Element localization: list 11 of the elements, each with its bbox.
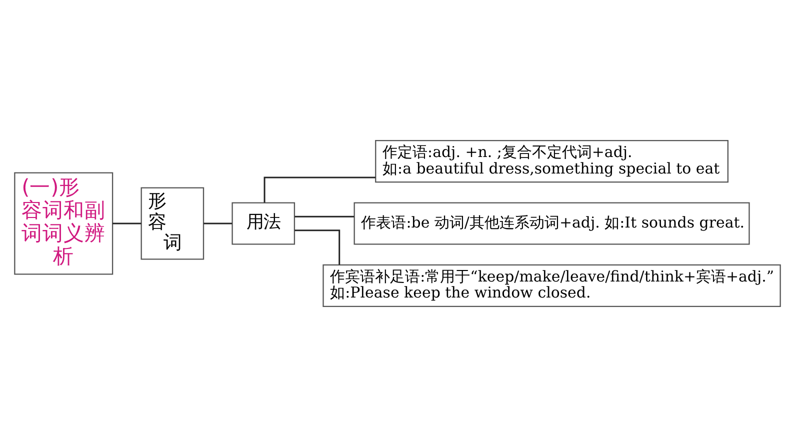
connector <box>263 176 376 203</box>
node-box: 用法 <box>231 202 295 245</box>
connector <box>294 230 340 265</box>
connector <box>112 222 141 224</box>
connector <box>294 216 354 218</box>
node-box: 形容词 <box>140 187 204 260</box>
node-box: 作宾语补足语:常用于“keep/make/leave/find/think+宾语+adj.” 如:Please keep the window closed. <box>322 264 780 307</box>
connector <box>203 222 232 224</box>
node-box: (一)形容词和副词词义辨析 <box>14 172 113 275</box>
node-box: 作表语:be 动词/其他连系动词+adj. 如:It sounds great. <box>353 202 750 245</box>
node-box: 作定语:adj. +n. ;复合不定代词+adj. 如:a beautiful dress,something special to eat <box>374 140 728 183</box>
